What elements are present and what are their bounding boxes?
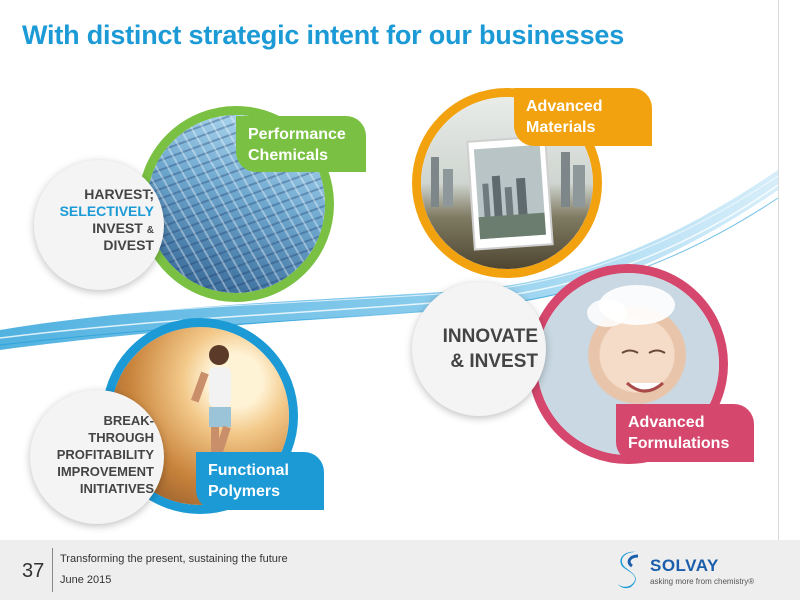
city-tablet-icon [431,135,585,251]
solvay-logo-tagline: asking more from chemistry® [650,577,755,586]
right-divider [778,0,779,540]
footer-subtitle: Transforming the present, sustaining the… [60,553,288,565]
advanced-formulations-strategy-bubble [412,282,546,416]
footer-bar [0,540,800,600]
advanced-materials-label: Advanced Materials [514,88,652,146]
functional-polymers-strategy-text: BREAK- THROUGH PROFITABILITY IMPROVEMENT… [56,413,154,496]
performance-chemicals-strategy-bubble [34,160,164,290]
page-title: With distinct strategic intent for our b… [22,20,625,50]
solvay-logo-name: SOLVAY [650,556,719,575]
performance-chemicals-label: Performance Chemicals [236,116,366,172]
functional-polymers-strategy-bubble [30,390,164,524]
footer-divider [52,548,53,592]
advanced-formulations-label: Advanced Formulations [616,404,754,462]
advanced-materials-ring [412,88,602,278]
advanced-formulations-strategy-text: INNOVATE & INVEST [442,326,538,372]
face-icon [587,285,675,393]
page-number: 37 [22,560,45,582]
solvay-s-icon [618,551,639,589]
footer-date: June 2015 [60,574,112,586]
functional-polymers-label: Functional Polymers [196,452,324,510]
performance-chemicals-strategy-text: HARVEST; SELECTIVELY INVEST & DIVEST [59,186,154,253]
